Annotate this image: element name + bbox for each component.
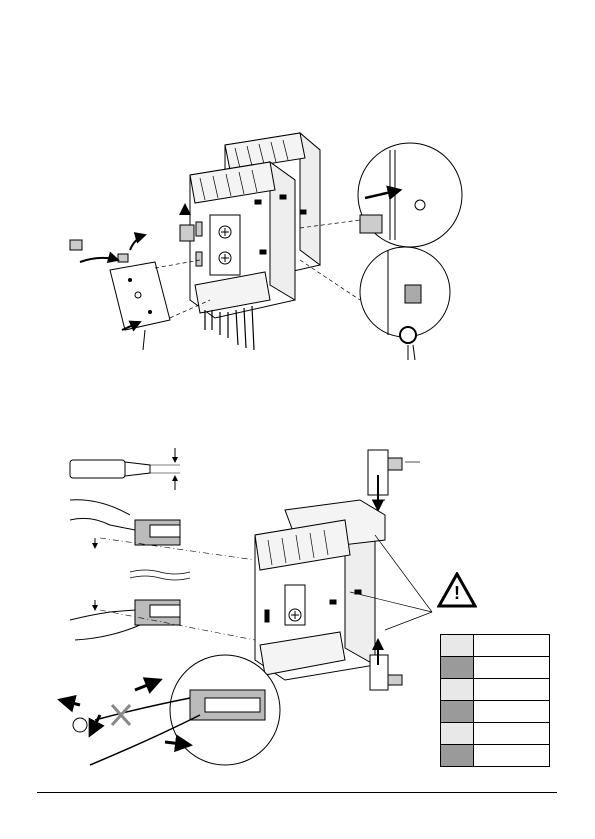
color-swatch — [441, 679, 474, 700]
warning-symbol: ! — [437, 583, 477, 603]
warning-triangle: ! — [437, 572, 477, 608]
break-lines — [130, 570, 190, 580]
figure-bottom — [60, 448, 432, 765]
color-swatch — [441, 657, 474, 678]
color-label-cell — [474, 745, 549, 766]
mounting-plate — [110, 262, 170, 350]
device — [255, 500, 385, 680]
color-label-cell — [474, 635, 549, 656]
connector-pin-top — [368, 450, 402, 510]
device-stack — [190, 133, 320, 318]
color-table-row — [441, 635, 549, 656]
color-swatch — [441, 745, 474, 766]
figure-top — [70, 133, 462, 360]
spring-terminal-lower — [70, 600, 255, 640]
screwdriver — [70, 448, 180, 490]
color-table-row — [441, 678, 549, 700]
color-label-cell — [474, 701, 549, 722]
color-table — [440, 634, 550, 767]
color-table-row — [441, 722, 549, 744]
detail-zoom-lower — [360, 247, 450, 360]
color-label-cell — [474, 657, 549, 678]
color-table-row — [441, 700, 549, 722]
color-swatch — [441, 635, 474, 656]
color-label-cell — [474, 679, 549, 700]
spring-terminal-upper — [70, 500, 255, 560]
color-label-cell — [474, 723, 549, 744]
detail-zoom-upper — [358, 143, 462, 247]
detail-zoom — [73, 655, 280, 765]
color-swatch — [441, 723, 474, 744]
footer-rule — [37, 792, 557, 793]
color-table-row — [441, 744, 549, 766]
color-table-row — [441, 656, 549, 678]
color-swatch — [441, 701, 474, 722]
